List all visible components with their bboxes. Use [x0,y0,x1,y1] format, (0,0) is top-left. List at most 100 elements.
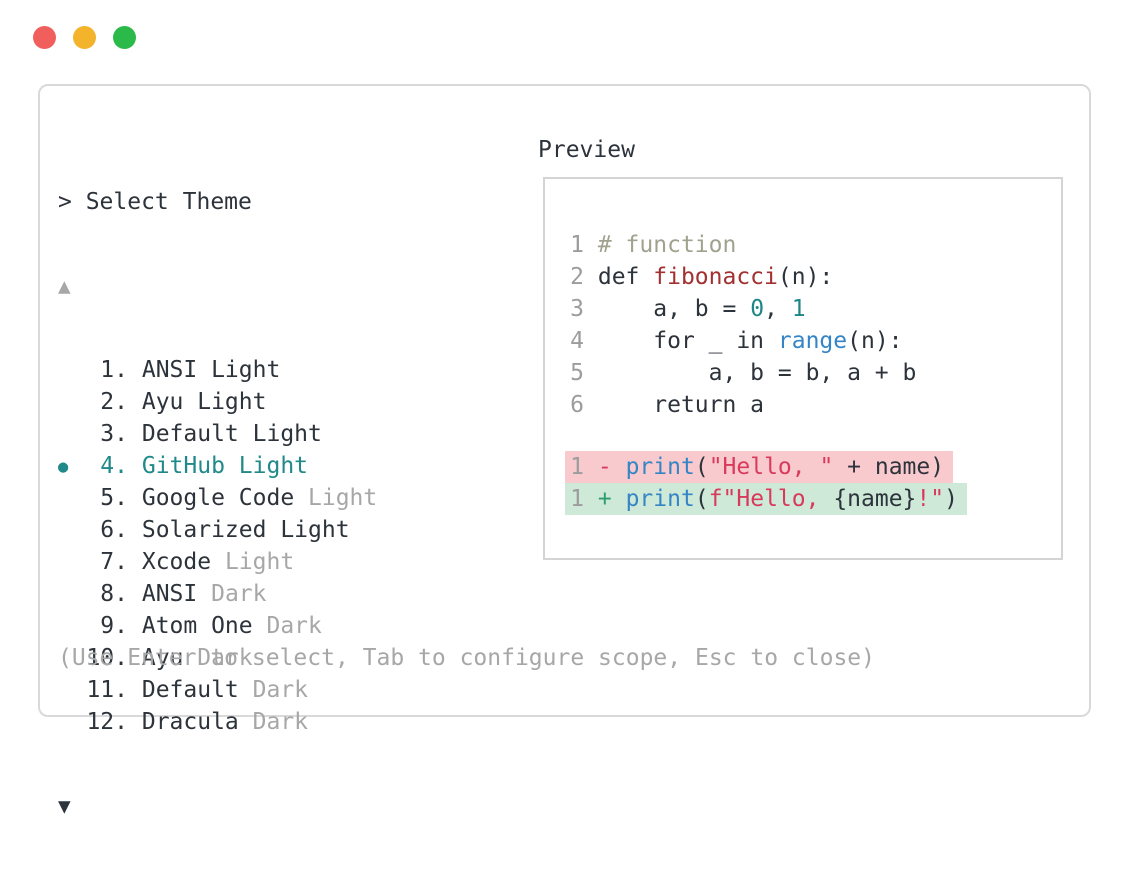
keyboard-hint: (Use Enter to select, Tab to configure s… [58,645,875,671]
theme-number: 2. [100,389,128,415]
gap [584,328,598,354]
code-token: 1 [791,296,806,322]
theme-variant: Light [294,485,378,511]
theme-number: 6. [100,517,128,543]
code-token: "Hello, " [708,454,834,480]
code-token: ) [930,454,945,480]
theme-option-4[interactable]: ●4. GitHub Light [58,450,377,482]
theme-option-12[interactable]: 12. Dracula Dark [58,706,377,738]
code-line: 6 return a [570,389,1061,421]
code-token: !" [916,486,945,512]
close-button[interactable] [33,26,56,49]
bullet-placeholder [58,419,86,451]
code-token: return a [597,392,765,418]
theme-option-1[interactable]: 1. ANSI Light [58,354,377,386]
theme-picker-pane: > Select Theme ▲ 1. ANSI Light 2. Ayu Li… [58,134,377,874]
bullet-placeholder [58,515,86,547]
code-line: 1 # function [570,229,1061,261]
code-line: 2 def fibonacci(n): [570,261,1061,293]
preview-title: Preview [538,137,635,163]
theme-name: ANSI [128,581,198,607]
theme-number: 11. [86,677,128,703]
gap [584,264,598,290]
theme-option-3[interactable]: 3. Default Light [58,418,377,450]
theme-name: Google Code [128,485,295,511]
theme-picker-window: > Select Theme ▲ 1. ANSI Light 2. Ayu Li… [38,84,1091,818]
theme-name: Dracula [128,709,239,735]
code-token: a, b = b, a + b [597,360,917,386]
code-token: f"Hello, [708,486,834,512]
line-number: 6 [570,392,584,418]
bullet-placeholder [58,355,86,387]
code-line: 5 a, b = b, a + b [570,357,1061,389]
line-number: 1 [570,486,584,512]
bullet-placeholder [58,579,86,611]
theme-list: 1. ANSI Light 2. Ayu Light 3. Default Li… [58,354,377,738]
gap [612,486,626,512]
theme-number: 3. [100,421,128,447]
theme-option-6[interactable]: 6. Solarized Light [58,514,377,546]
theme-name: Solarized Light [128,517,350,543]
theme-name: Xcode [128,549,212,575]
maximize-button[interactable] [113,26,136,49]
theme-option-11[interactable]: 11. Default Dark [58,674,377,706]
gap [584,486,598,512]
minus-sign: - [597,454,612,480]
code-token: (n): [777,264,834,290]
code-token: ( [694,454,709,480]
bullet-placeholder [58,547,86,579]
theme-option-2[interactable]: 2. Ayu Light [58,386,377,418]
code-token: def [597,264,654,290]
theme-number: 7. [100,549,128,575]
minimize-button[interactable] [73,26,96,49]
theme-name: ANSI Light [128,357,281,383]
code-line: 3 a, b = 0, 1 [570,293,1061,325]
theme-variant: Light [211,549,295,575]
bullet-placeholder [58,611,86,643]
theme-number: 9. [100,613,128,639]
theme-name: Atom One [128,613,253,639]
theme-option-8[interactable]: 8. ANSI Dark [58,578,377,610]
code-token: (n): [847,328,903,354]
theme-number: 10. [86,645,128,671]
theme-number: 1. [100,357,128,383]
code-token: + name [833,454,931,480]
gap [584,296,598,322]
code-token: fibonacci [653,264,778,290]
code-token: for _ in [597,328,778,354]
bullet-placeholder [58,707,86,739]
theme-variant: Dark [252,613,322,639]
code-token: a, b = [597,296,751,322]
code-token: print [625,486,695,512]
scroll-up-icon[interactable]: ▲ [58,274,71,298]
theme-option-7[interactable]: 7. Xcode Light [58,546,377,578]
blank-line [570,421,1061,451]
theme-variant: Dark [238,677,309,703]
theme-option-5[interactable]: 5. Google Code Light [58,482,377,514]
code-token: ) [944,486,958,512]
gap [584,392,598,418]
theme-name: Ayu [128,645,184,671]
diff-added-highlight: 1 + print(f"Hello, {name}!") [565,483,967,515]
picker-title: > Select Theme [58,189,252,215]
plus-sign: + [597,486,612,512]
scroll-down-icon[interactable]: ▼ [58,794,71,818]
theme-name: GitHub Light [128,453,309,479]
code-token: ( [694,486,709,512]
theme-option-9[interactable]: 9. Atom One Dark [58,610,377,642]
code-token: print [625,454,695,480]
theme-number: 12. [86,709,128,735]
theme-option-10[interactable]: 10. Ayu Dark [58,642,377,674]
line-number: 3 [570,296,584,322]
code-token: range [777,328,848,354]
gap [612,454,626,480]
line-number: 4 [570,328,584,354]
diff-removed-line: 1 - print("Hello, " + name) [565,451,1061,483]
theme-number: 8. [100,581,128,607]
theme-variant: Dark [238,709,309,735]
theme-name: Default Light [128,421,322,447]
theme-number: 5. [100,485,128,511]
code-token: {name} [833,486,917,512]
